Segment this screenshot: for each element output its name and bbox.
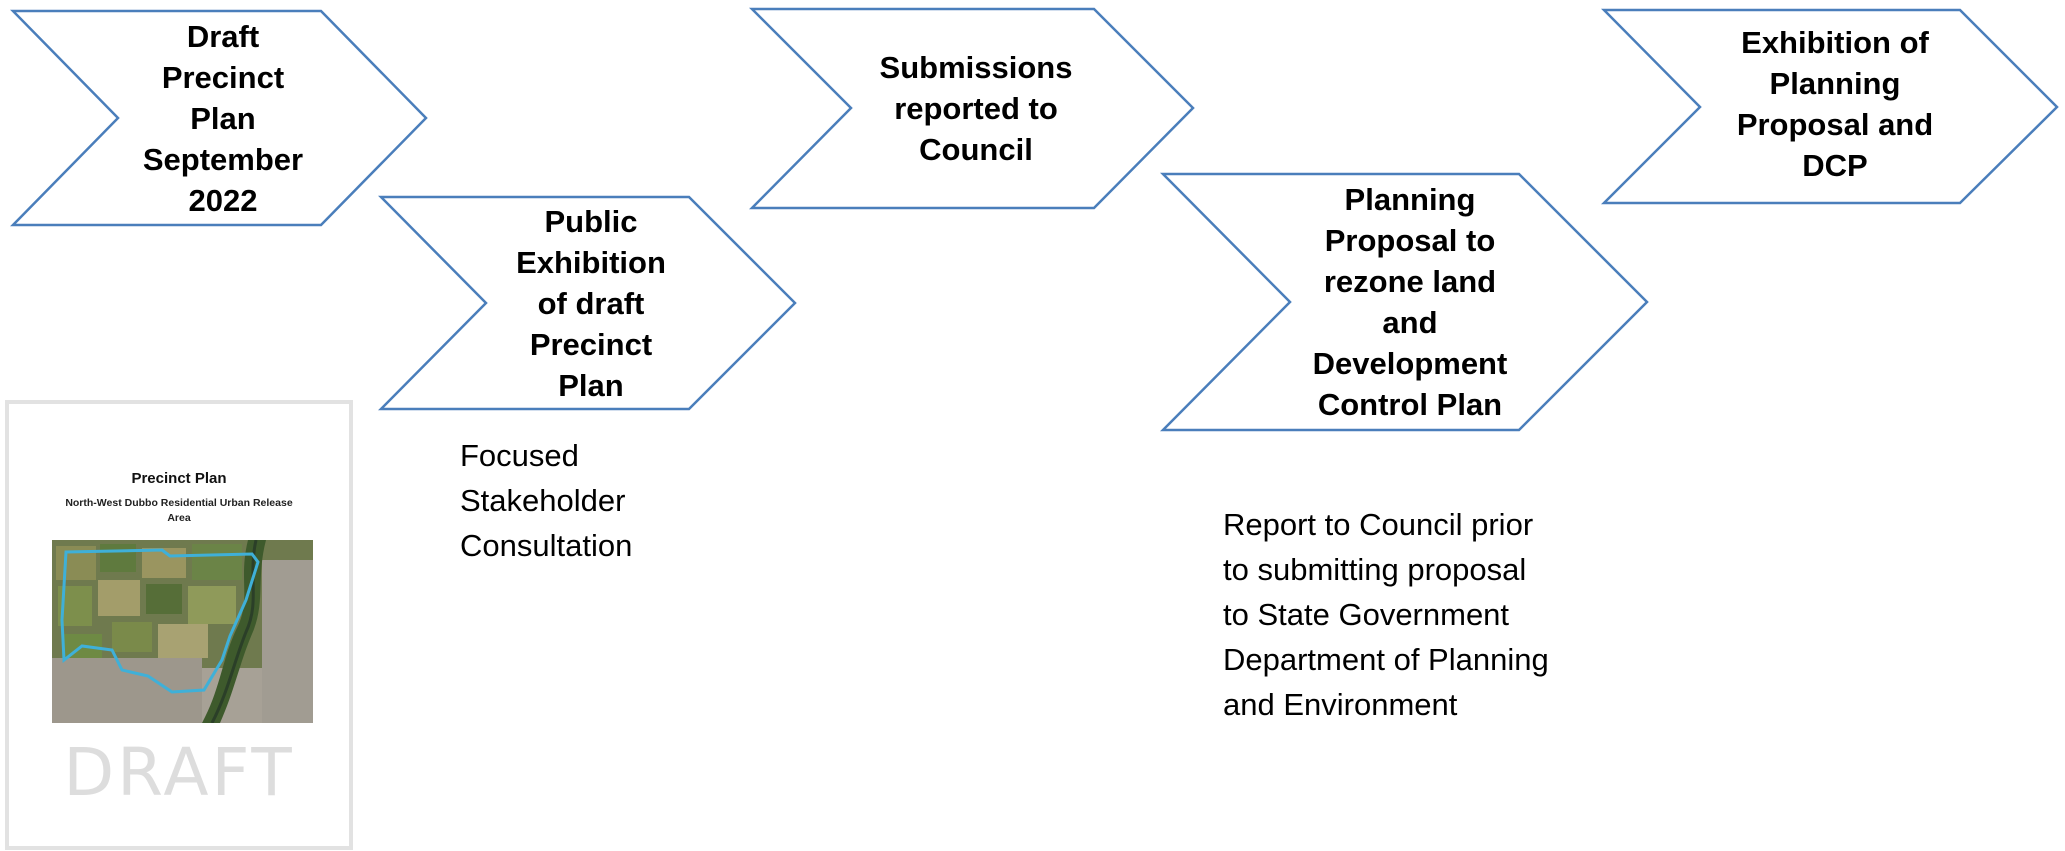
label-line: Submissions (879, 50, 1073, 85)
note-line: to State Government (1223, 597, 1510, 632)
note-line: Department of Planning (1223, 642, 1549, 677)
note-line: Consultation (460, 528, 633, 563)
label-line: Plan (558, 367, 624, 403)
chevron-submissions-reported (748, 7, 1195, 210)
label-line: Control Plan (1317, 387, 1503, 422)
label-line: Proposal and (1736, 107, 1934, 142)
step-submissions-reported-label: Submissions reported to Council (851, 9, 1101, 208)
label-line: DCP (1802, 148, 1868, 183)
label-line: Precinct (529, 326, 653, 362)
label-line: Planning (1769, 66, 1901, 101)
note-line: Focused (460, 438, 579, 473)
step-public-exhibition-label: Public Exhibition of draft Precinct Plan (486, 197, 696, 409)
chevron-planning-proposal (1159, 172, 1649, 432)
document-subtitle: North-West Dubbo Residential Urban Relea… (65, 497, 293, 524)
label-line: rezone land (1323, 264, 1497, 299)
label-line: Development (1312, 346, 1508, 381)
note-line: and Environment (1223, 687, 1458, 722)
label-line: Planning (1344, 182, 1476, 217)
chevron-draft-precinct-plan (10, 9, 428, 227)
label-line: Council (919, 132, 1033, 167)
note-line: Report to Council prior (1223, 507, 1534, 542)
document-title: Precinct Plan (131, 470, 227, 487)
label-line: Public (544, 203, 638, 239)
label-line: September (142, 141, 304, 177)
chevron-public-exhibition (378, 195, 797, 411)
note-line: to submitting proposal (1223, 552, 1527, 587)
label-line: Proposal to (1324, 223, 1496, 258)
label-line: of draft (537, 285, 645, 321)
step-exhibition-planning-proposal-label: Exhibition of Planning Proposal and DCP (1700, 10, 1970, 203)
precinct-plan-document-thumbnail: Precinct Plan North-West Dubbo Residenti… (5, 400, 353, 850)
label-line: Precinct (161, 59, 285, 95)
step-planning-proposal-label: Planning Proposal to rezone land and Dev… (1290, 174, 1530, 430)
label-line: Exhibition (516, 244, 666, 280)
step-draft-precinct-plan-label: Draft Precinct Plan September 2022 (118, 11, 328, 225)
label-line: Draft (186, 18, 260, 54)
label-line: and (1382, 305, 1438, 340)
label-line: reported to (894, 91, 1058, 126)
label-line: Exhibition of (1741, 25, 1929, 60)
note-report-to-council: Report to Council prior to submitting pr… (1223, 502, 1549, 727)
note-line: Stakeholder (460, 483, 626, 518)
draft-watermark: DRAFT (63, 734, 295, 811)
aerial-map-image (52, 540, 313, 723)
chevron-exhibition-planning-proposal (1600, 8, 2059, 205)
label-line: 2022 (188, 182, 258, 218)
label-line: Plan (190, 100, 256, 136)
note-stakeholder-consultation: Focused Stakeholder Consultation (460, 433, 632, 568)
